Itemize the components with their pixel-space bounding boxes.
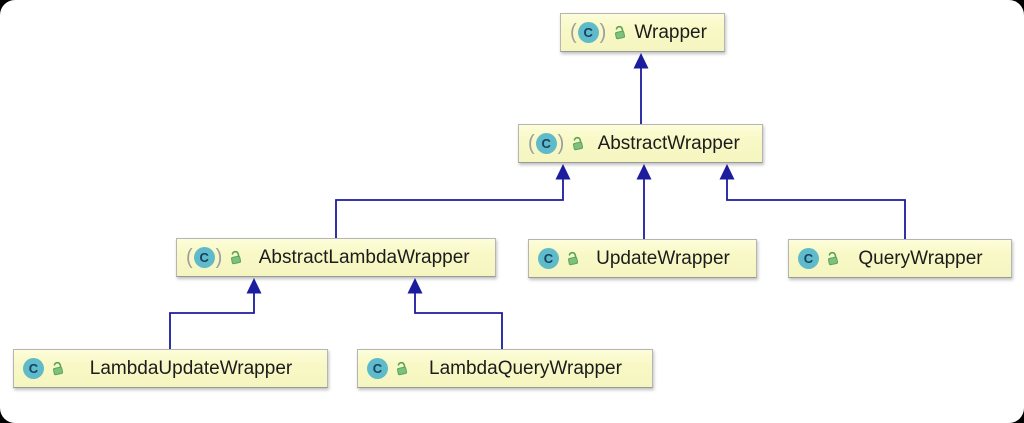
abstract-paren-right: ) bbox=[599, 20, 607, 44]
unlocked-icon bbox=[615, 25, 626, 40]
class-name-label: AbstractWrapper bbox=[597, 132, 740, 154]
edge-abstractlambdawrapper-extends-abstractwrapper bbox=[335, 164, 571, 238]
class-name-label: QueryWrapper bbox=[858, 247, 983, 269]
node-icon-group: ( C ) bbox=[186, 245, 243, 269]
class-icon: C bbox=[538, 248, 559, 269]
class-icon: C bbox=[577, 22, 599, 43]
class-icon: C bbox=[23, 358, 44, 379]
class-node-lambda-update-wrapper[interactable]: C LambdaUpdateWrapper bbox=[13, 349, 328, 388]
edge-lambdaquerywrapper-extends-abstractlambdawrapper bbox=[407, 278, 503, 349]
class-node-abstract-wrapper[interactable]: ( C ) AbstractWrapper bbox=[518, 124, 763, 163]
node-icon-group: C bbox=[23, 358, 65, 379]
class-icon: C bbox=[367, 358, 388, 379]
class-node-lambda-query-wrapper[interactable]: C LambdaQueryWrapper bbox=[357, 349, 653, 388]
edge-updatewrapper-extends-abstractwrapper bbox=[636, 164, 652, 239]
class-node-query-wrapper[interactable]: C QueryWrapper bbox=[788, 239, 1012, 278]
class-name-label: LambdaUpdateWrapper bbox=[89, 357, 293, 379]
node-icon-group: C bbox=[538, 248, 580, 269]
unlocked-icon bbox=[231, 250, 242, 265]
unlocked-icon bbox=[568, 251, 579, 266]
unlocked-icon bbox=[397, 361, 408, 376]
node-icon-group: ( C ) bbox=[528, 131, 585, 155]
abstract-paren-left: ( bbox=[570, 20, 577, 44]
edge-lambdaupdatewrapper-extends-abstractlambdawrapper bbox=[169, 278, 262, 349]
unlocked-icon bbox=[828, 251, 839, 266]
edge-abstractwrapper-extends-wrapper bbox=[633, 53, 649, 124]
class-icon: C bbox=[535, 133, 557, 154]
abstract-paren-left: ( bbox=[186, 245, 193, 269]
class-name-label: LambdaQueryWrapper bbox=[429, 357, 622, 379]
class-name-label: AbstractLambdaWrapper bbox=[258, 246, 470, 268]
edge-querywrapper-extends-abstractwrapper bbox=[719, 164, 906, 239]
class-icon: C bbox=[798, 248, 819, 269]
node-icon-group: C bbox=[798, 248, 840, 269]
class-icon: C bbox=[193, 247, 215, 268]
class-node-abstract-lambda-wrapper[interactable]: ( C ) AbstractLambdaWrapper bbox=[176, 238, 496, 277]
class-name-label: Wrapper bbox=[634, 21, 707, 43]
abstract-paren-left: ( bbox=[528, 131, 535, 155]
class-node-update-wrapper[interactable]: C UpdateWrapper bbox=[528, 239, 757, 278]
class-name-label: UpdateWrapper bbox=[596, 247, 730, 269]
unlocked-icon bbox=[53, 361, 64, 376]
unlocked-icon bbox=[573, 136, 584, 151]
node-icon-group: C bbox=[367, 358, 409, 379]
class-node-wrapper[interactable]: ( C ) Wrapper bbox=[560, 13, 725, 52]
abstract-paren-right: ) bbox=[215, 245, 223, 269]
node-icon-group: ( C ) bbox=[570, 20, 627, 44]
abstract-paren-right: ) bbox=[557, 131, 565, 155]
